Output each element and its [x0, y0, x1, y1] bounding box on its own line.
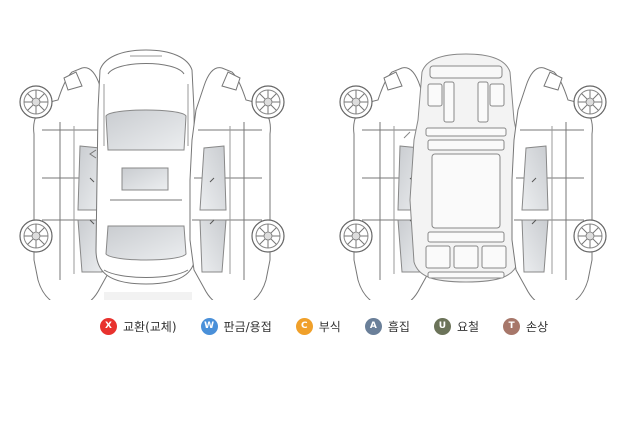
- legend-item-corrosion: C 부식: [295, 317, 341, 335]
- damage-t-icon: T: [503, 317, 521, 335]
- sheet-metal-w-icon: W: [200, 317, 218, 335]
- corrosion-c-icon: C: [295, 317, 313, 335]
- legend-label: 교환(교체): [123, 319, 177, 334]
- top-view-shadow: [104, 292, 192, 300]
- legend-label: 흠집: [387, 319, 410, 334]
- dent-u-icon: U: [433, 317, 451, 335]
- legend-item-replacement: X 교환(교체): [100, 317, 177, 335]
- top-view[interactable]: [89, 49, 203, 285]
- legend-item-sheet-metal: W 판금/용접: [200, 317, 272, 335]
- car-inspection-diagram: [19, 49, 607, 300]
- frame-top-view[interactable]: [403, 53, 529, 283]
- legend-item-scratch: A 흠집: [364, 317, 410, 335]
- legend-item-damage: T 손상: [503, 317, 549, 335]
- legend-label: 요철: [456, 319, 480, 334]
- damage-legend: X 교환(교체) W 판금/용접 C 부식 A 흠집 U 요철 T 손상: [100, 314, 548, 338]
- legend-label: 손상: [526, 319, 549, 334]
- replacement-x-icon: X: [100, 317, 117, 335]
- right-side-view[interactable]: [189, 67, 285, 300]
- legend-item-dent: U 요철: [433, 317, 480, 335]
- legend-label: 판금/용접: [223, 319, 272, 334]
- frame-right-side-view[interactable]: [511, 67, 607, 300]
- scratch-a-icon: A: [364, 317, 382, 335]
- legend-label: 부식: [318, 319, 341, 334]
